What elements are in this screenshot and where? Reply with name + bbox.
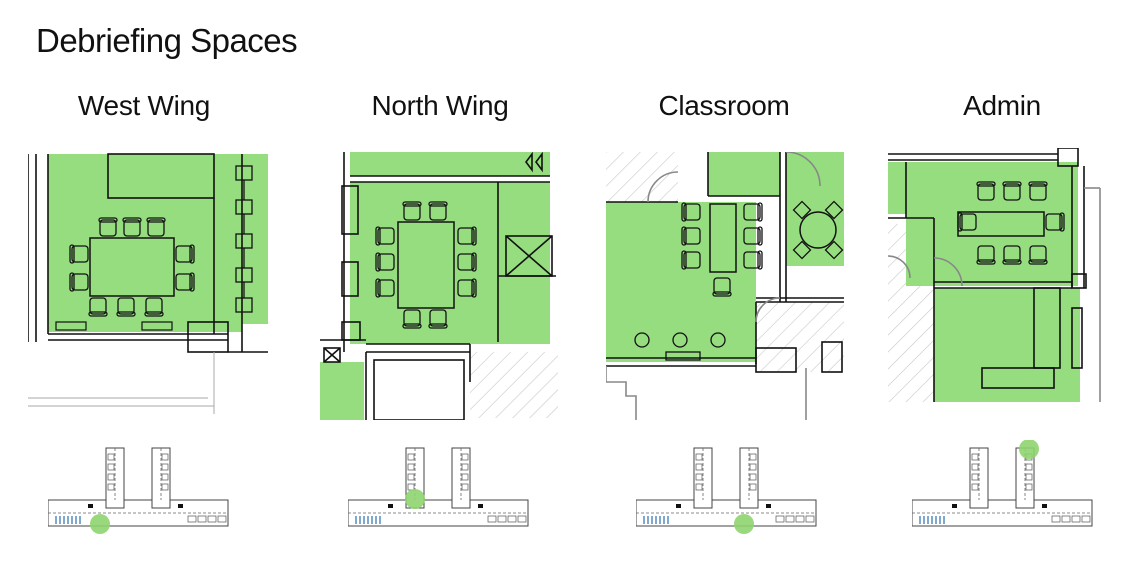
location-marker (405, 489, 425, 509)
key-plan-north-wing (348, 440, 534, 540)
key-plan-classroom (636, 440, 822, 540)
location-marker (734, 514, 754, 534)
floor-plan-north-wing (320, 152, 560, 420)
floor-plan-admin (888, 148, 1102, 406)
space-title-north-wing: North Wing (371, 90, 509, 121)
floor-plan-west-wing (28, 152, 272, 414)
key-plan-west-wing (48, 440, 234, 540)
location-marker (1019, 440, 1039, 459)
space-title-admin: Admin (963, 90, 1041, 121)
space-title-west-wing: West Wing (77, 90, 211, 121)
location-marker (90, 514, 110, 534)
page-title: Debriefing Spaces (36, 22, 298, 59)
key-plan-admin (912, 440, 1098, 540)
space-title-classroom: Classroom (658, 90, 790, 121)
floor-plan-classroom (606, 152, 846, 420)
